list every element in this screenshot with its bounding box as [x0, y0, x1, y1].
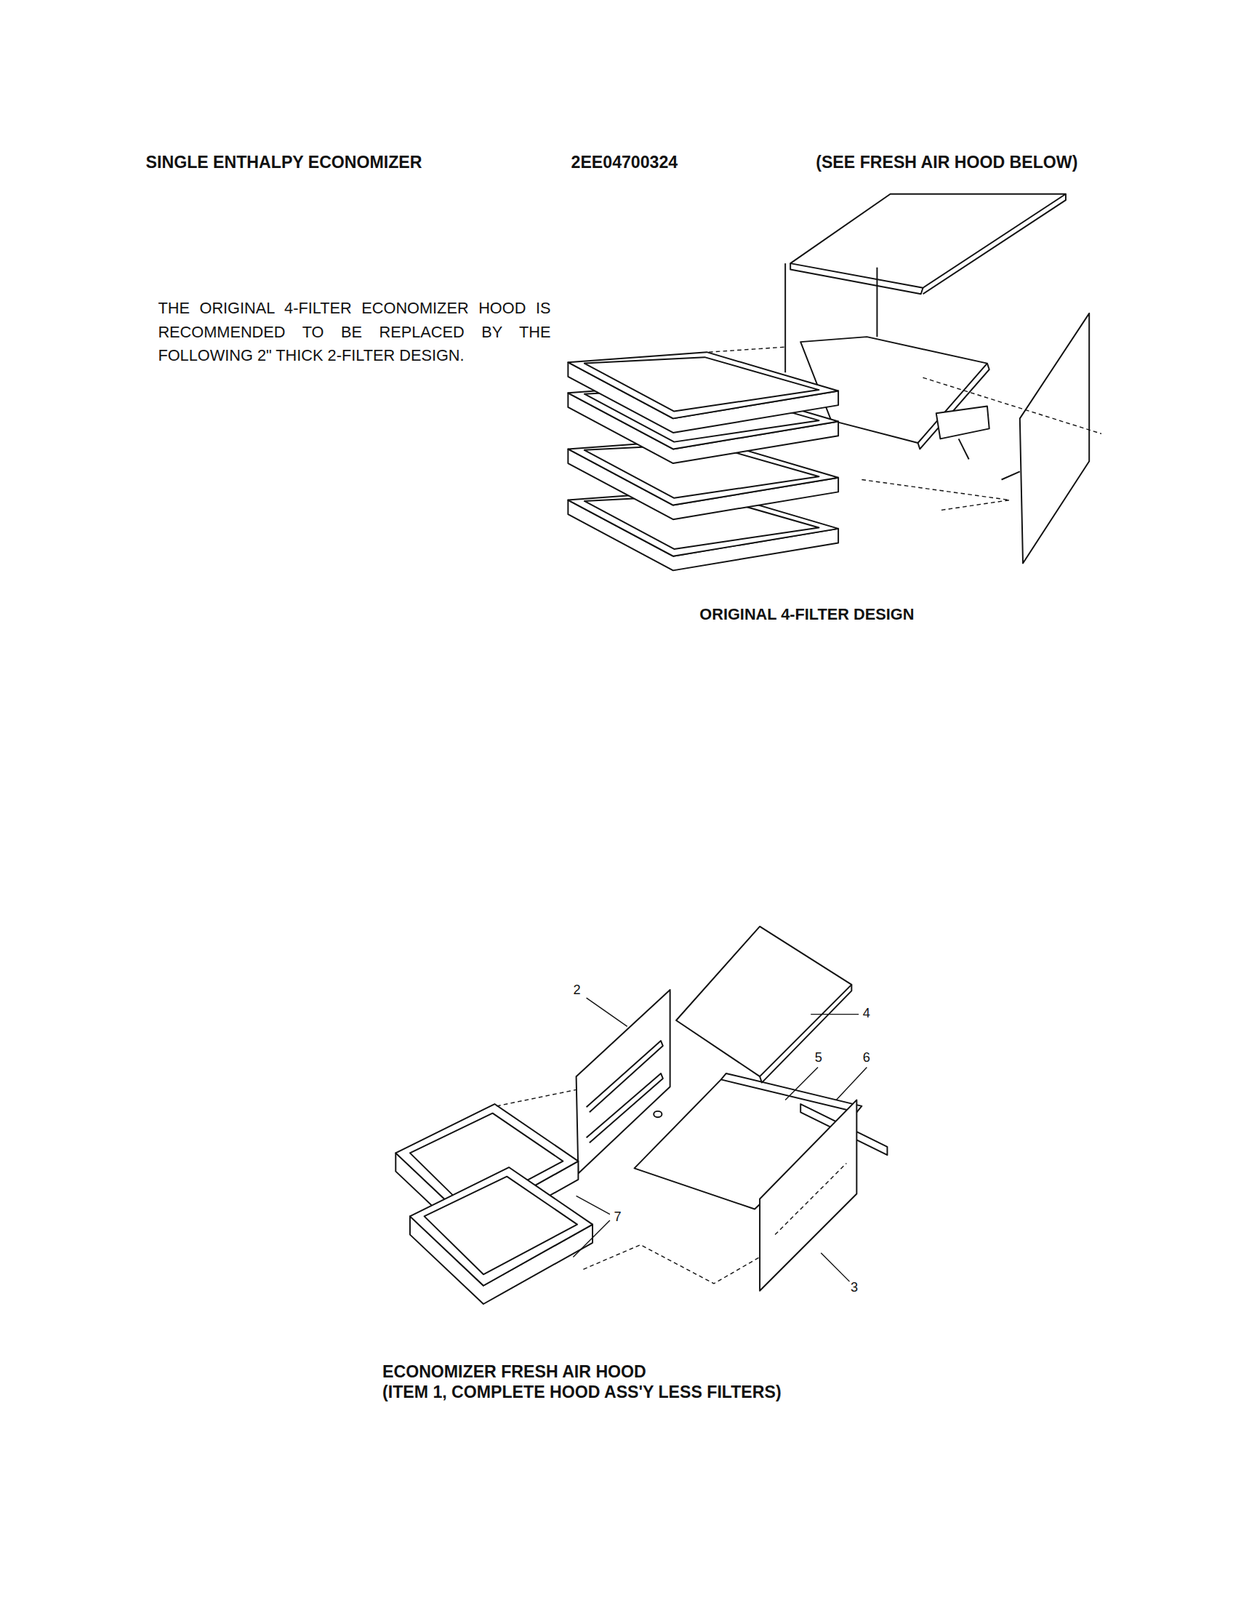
- filter: [567, 351, 839, 433]
- callout-number: 2: [572, 981, 581, 998]
- title: SINGLE ENTHALPY ECONOMIZER: [146, 152, 423, 174]
- callout-number: 7: [613, 1208, 621, 1225]
- callout-number: 3: [850, 1278, 858, 1295]
- top-panel: [790, 194, 1066, 288]
- fresh-air-hood: [395, 926, 887, 1304]
- note: (SEE FRESH AIR HOOD BELOW): [815, 152, 1078, 174]
- frame-line: [784, 263, 786, 373]
- frame-line: [876, 267, 878, 337]
- hood-top-lip: [759, 984, 852, 1083]
- tray-lip: [721, 1073, 863, 1112]
- caption: (ITEM 1, COMPLETE HOOD ASS'Y LESS FILTER…: [382, 1382, 782, 1403]
- callout-number: 6: [862, 1049, 871, 1066]
- hood-top: [676, 926, 852, 1076]
- top-panel-lip: [923, 194, 1066, 294]
- side-panel: [759, 1099, 857, 1290]
- dashed-guides: [708, 346, 1102, 510]
- note: THE ORIGINAL 4-FILTER ECONOMIZER HOOD IS…: [157, 296, 551, 368]
- top-panel-lip: [790, 263, 923, 294]
- caption: ECONOMIZER FRESH AIR HOOD: [382, 1361, 647, 1383]
- leader-lines: [572, 997, 867, 1281]
- side-panel: [1019, 313, 1090, 564]
- braces: [586, 1040, 664, 1143]
- filter: [410, 1166, 593, 1304]
- figure-title: ORIGINAL 4-FILTER DESIGN: [699, 604, 914, 624]
- tray-lip: [918, 363, 990, 450]
- rail: [936, 406, 990, 440]
- panel-tab: [1001, 471, 1020, 480]
- rail-leg: [958, 438, 970, 459]
- part-number: 2EE04700324: [571, 152, 679, 174]
- original-hood: [567, 194, 1102, 571]
- callout-number: 4: [862, 1004, 871, 1021]
- dashed-guides: [496, 1089, 847, 1284]
- callout-number: 5: [814, 1049, 823, 1066]
